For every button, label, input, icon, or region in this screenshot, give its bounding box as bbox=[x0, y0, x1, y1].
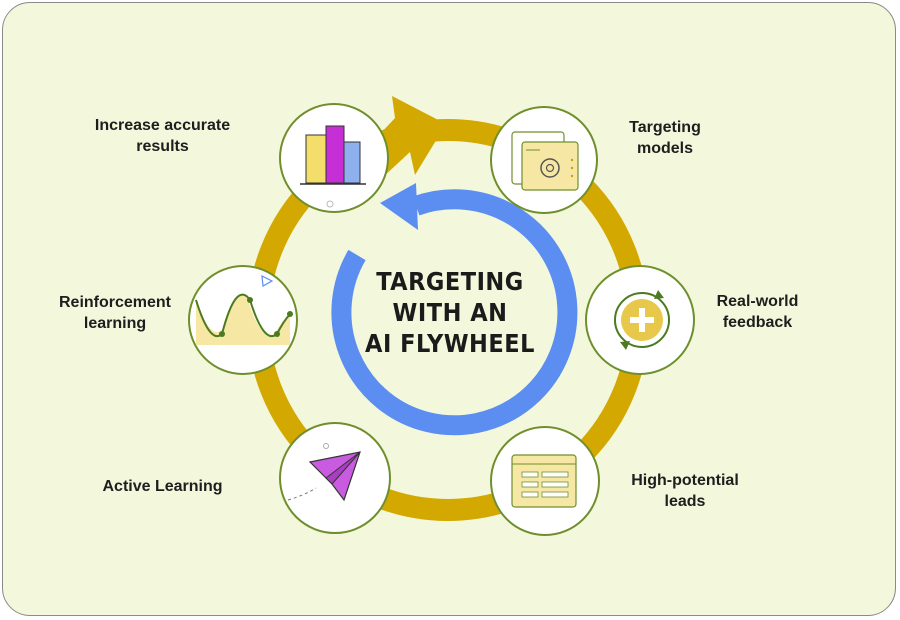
flywheel-title: TARGETING WITH AN AI FLYWHEEL bbox=[365, 266, 535, 359]
label-increase-accurate-results: Increase accurate results bbox=[94, 117, 231, 155]
wave-graph-icon bbox=[195, 274, 293, 345]
node-active-learning bbox=[279, 422, 391, 534]
node-targeting-models bbox=[490, 106, 598, 214]
paper-plane-icon bbox=[287, 443, 361, 502]
plus-cycle-icon bbox=[614, 290, 670, 350]
node-real-world-feedback bbox=[585, 265, 695, 375]
title-line-1: TARGETING bbox=[376, 267, 524, 296]
bar-chart-icon bbox=[300, 125, 366, 208]
label-active-learning: Active Learning bbox=[102, 478, 223, 495]
form-window-icon bbox=[511, 454, 577, 508]
node-increase-accurate-results bbox=[279, 103, 389, 213]
label-high-potential-leads: High-potential leads bbox=[631, 472, 739, 510]
label-targeting-models: Targeting models bbox=[629, 119, 701, 157]
inner-arc bbox=[331, 189, 578, 436]
node-reinforcement-learning bbox=[188, 265, 298, 375]
title-line-2: WITH AN bbox=[392, 298, 508, 327]
inner-arrow-head bbox=[380, 183, 418, 230]
title-line-3: AI FLYWHEEL bbox=[365, 329, 535, 358]
label-real-world-feedback: Real-world feedback bbox=[716, 293, 799, 331]
node-high-potential-leads bbox=[490, 426, 600, 536]
settings-window-icon bbox=[511, 131, 579, 191]
label-reinforcement-learning: Reinforcement learning bbox=[58, 294, 172, 332]
